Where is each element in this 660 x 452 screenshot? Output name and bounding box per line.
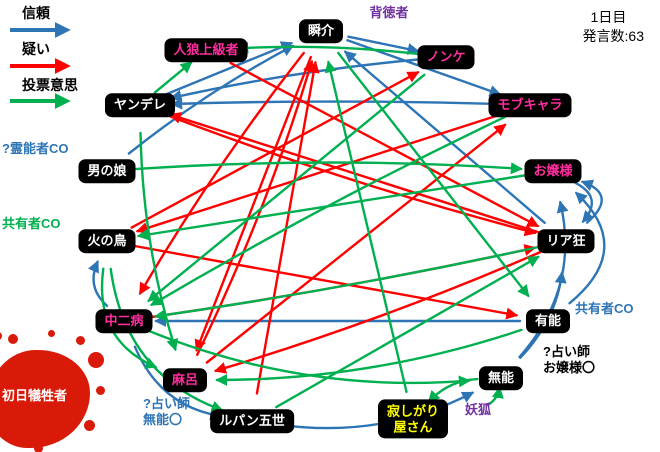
node-youko: 妖狐 xyxy=(464,402,492,418)
day-info: 1日目 発言数:63 xyxy=(583,8,644,46)
annotation-reinousha-co: ?霊能者CO xyxy=(2,141,69,156)
statement-count: 発言数:63 xyxy=(582,27,644,44)
edge-vote-yandere-jinro_jokyusha xyxy=(153,61,193,94)
edge-trust-chuunibyou-hinotori xyxy=(87,260,109,307)
annotation-uranaishi-ojousama: ?占い師 お嬢様〇 xyxy=(543,344,596,376)
annotation-kyoyusha-co-right: 共有者CO xyxy=(575,301,634,316)
legend-label-trust: 信頼 xyxy=(22,5,50,21)
splatter-dot xyxy=(8,334,18,344)
edge-doubt-jinro_jokyusha-riakyo xyxy=(229,61,540,228)
edge-vote-mobukyara-chuunibyou xyxy=(150,115,506,306)
node-chuunibyou: 中二病 xyxy=(95,309,153,333)
node-yandere: ヤンデレ xyxy=(104,93,176,117)
node-maro: 麻呂 xyxy=(162,368,208,392)
edge-vote-nonke-jinro_jokyusha xyxy=(236,41,420,56)
edge-doubt-riakyo-yandere xyxy=(168,112,541,234)
node-munou: 無能 xyxy=(478,366,524,390)
legend: 信頼 疑い 投票意思 xyxy=(8,5,88,112)
node-haitokusha: 背徳者 xyxy=(369,5,409,21)
edge-doubt-chuunibyou-riakyo xyxy=(150,244,537,319)
edge-trust-shunsuke-nonke xyxy=(347,35,420,55)
trust-arrow-icon xyxy=(8,21,88,38)
node-sabishigari: 寂しがり 屋さん xyxy=(377,399,449,439)
day-label: 1日目 xyxy=(590,9,627,25)
edge-vote-shunsuke-yuunou xyxy=(337,51,530,298)
edge-trust-ojousama-riakyo xyxy=(574,181,595,223)
annotation-kyoyusha-co-left: 共有者CO xyxy=(2,216,61,231)
edge-vote-ojousama-hinotori xyxy=(136,174,527,241)
edge-trust-mobukyara-yandere xyxy=(170,97,504,110)
annotation-uranaishi-munou: ?占い師 無能〇 xyxy=(143,396,190,428)
node-nonke: ノンケ xyxy=(417,45,475,69)
doubt-arrow-icon xyxy=(8,57,88,74)
node-yuunou: 有能 xyxy=(525,309,571,333)
edge-trust-riakyo-shunsuke xyxy=(343,50,546,224)
edge-trust-nonke-yandere xyxy=(169,58,420,102)
edge-vote-yuunou-maro xyxy=(215,328,523,387)
edge-doubt-maro-mobukyara xyxy=(205,123,507,364)
edge-doubt-maro-shunsuke xyxy=(196,59,315,356)
edge-trust-munou-ojousama xyxy=(518,200,569,359)
edge-doubt-riakyo-maro xyxy=(213,250,542,374)
splatter-dot xyxy=(84,420,95,431)
node-ojousama: お嬢様 xyxy=(524,159,582,183)
edge-doubt-hinotori-yuunou xyxy=(133,244,519,320)
node-lupin: ルパン五世 xyxy=(210,409,294,433)
vote-arrow-icon xyxy=(8,93,88,110)
edge-vote-nonke-chuunibyou xyxy=(147,73,426,302)
node-shunsuke: 瞬介 xyxy=(298,19,344,43)
legend-label-doubt: 疑い xyxy=(22,40,50,57)
splatter-dot xyxy=(76,336,85,345)
legend-label-vote: 投票意思 xyxy=(22,76,78,93)
edge-vote-riakyo-chuunibyou xyxy=(153,245,540,321)
edge-doubt-hinotori-nonke xyxy=(130,71,420,229)
first-victim-label: 初日犠牲者 xyxy=(2,388,68,403)
edge-doubt-yandere-riakyo xyxy=(165,113,537,237)
node-otokonoko: 男の娘 xyxy=(78,159,136,183)
splatter-dot xyxy=(96,386,105,395)
edge-doubt-lupin-shunsuke xyxy=(255,60,320,395)
splatter-dot xyxy=(48,330,55,337)
node-jinro_jokyusha: 人狼上級者 xyxy=(164,38,248,62)
splatter-dot xyxy=(0,332,2,340)
edge-vote-munou-sabishigari xyxy=(427,377,479,403)
edge-vote-otokonoko-ojousama xyxy=(133,161,523,175)
edge-doubt-shunsuke-maro xyxy=(194,55,312,352)
edge-vote-sabishigari-shunsuke xyxy=(324,60,408,393)
splatter-dot xyxy=(88,352,104,368)
edge-doubt-mobukyara-hinotori xyxy=(135,112,505,234)
edge-doubt-shunsuke-chuunibyou xyxy=(138,51,305,295)
edge-trust-riakyo-ojousama xyxy=(580,179,603,224)
splatter-dot xyxy=(34,444,43,452)
node-hinotori: 火の鳥 xyxy=(78,229,136,253)
node-mobukyara: モブキャラ xyxy=(488,93,572,117)
node-riakyo: リア狂 xyxy=(537,229,595,253)
